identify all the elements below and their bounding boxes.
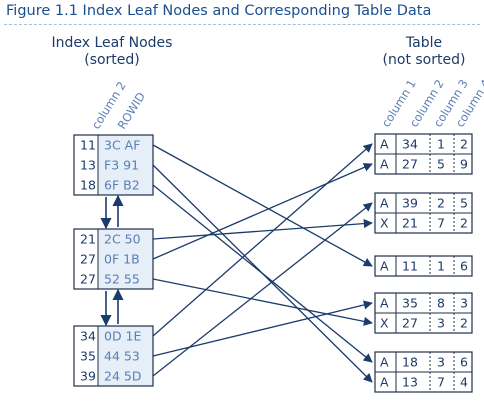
- table-cell: 1: [437, 259, 445, 274]
- table-cell: A: [380, 196, 389, 211]
- table-cell: 9: [460, 157, 468, 172]
- index-subtitle: (sorted): [84, 52, 140, 68]
- rowid-shading: [98, 135, 153, 195]
- index-key: 39: [80, 369, 96, 384]
- index-node-frame: [73, 228, 154, 290]
- table-cell: 27: [402, 316, 418, 331]
- table-cell: 2: [437, 196, 445, 211]
- index-rowid: 0F 1B: [104, 252, 140, 267]
- index-rowid: 3C AF: [104, 138, 140, 153]
- table-cell: 2: [460, 137, 468, 152]
- table-cell: 7: [437, 216, 445, 231]
- table-cell: 11: [402, 259, 418, 274]
- index-key: 35: [80, 349, 96, 364]
- rowid-pointer-arrow: [152, 144, 373, 267]
- rowid-pointer-arrow: [152, 278, 373, 326]
- index-rowid: 24 5D: [104, 369, 141, 384]
- table-cell: A: [380, 296, 389, 311]
- table-cell: 5: [437, 157, 445, 172]
- table-cell: 3: [437, 316, 445, 331]
- rowid-pointer-arrow: [152, 184, 373, 363]
- table-cell: A: [380, 375, 389, 390]
- rowid-shading: [98, 229, 153, 289]
- table-cell: 21: [402, 216, 418, 231]
- index-rowid: 0D 1E: [104, 329, 142, 344]
- table-cell: 6: [460, 259, 468, 274]
- index-key: 13: [80, 158, 96, 173]
- table-cell: 4: [460, 375, 468, 390]
- table-cell: 8: [437, 296, 445, 311]
- table-cell: 5: [460, 196, 468, 211]
- title-divider: [4, 24, 480, 25]
- index-title: Index Leaf Nodes: [52, 35, 173, 51]
- table-cell: A: [380, 259, 389, 274]
- table-cell: 6: [460, 355, 468, 370]
- rowid-pointer-arrow: [152, 219, 373, 240]
- index-rowid: 2C 50: [104, 232, 141, 247]
- index-rowid: 44 53: [104, 349, 140, 364]
- rowid-pointer-arrow: [152, 163, 373, 260]
- rowid-pointer-arrow: [152, 300, 373, 357]
- index-key: 27: [80, 252, 96, 267]
- table-cell: 1: [437, 137, 445, 152]
- rowid-shading: [98, 326, 153, 386]
- table-cell: 2: [460, 316, 468, 331]
- table-cell: A: [380, 137, 389, 152]
- table-cell: X: [380, 316, 389, 331]
- index-key: 21: [80, 232, 96, 247]
- table-cell: 18: [402, 355, 418, 370]
- index-node-frame: [73, 134, 154, 196]
- index-key: 18: [80, 178, 96, 193]
- table-block-frame: [374, 255, 473, 277]
- index-key: 11: [80, 138, 96, 153]
- table-cell: 3: [437, 355, 445, 370]
- rowid-pointer-arrow: [152, 202, 373, 377]
- index-key: 27: [80, 272, 96, 287]
- table-cell: 3: [460, 296, 468, 311]
- table-cell: A: [380, 157, 389, 172]
- index-rowid: F3 91: [104, 158, 139, 173]
- rowid-pointer-arrow: [152, 143, 373, 337]
- table-cell: 13: [402, 375, 418, 390]
- index-rowid: 52 55: [104, 272, 140, 287]
- index-leaf-node: 21 2C 50 27 0F 1B 27 52 55: [73, 228, 154, 290]
- table-cell: 7: [437, 375, 445, 390]
- table-cell: A: [380, 355, 389, 370]
- table-cell: 2: [460, 216, 468, 231]
- figure-title: Figure 1.1 Index Leaf Nodes and Correspo…: [6, 3, 432, 19]
- index-rowid: 6F B2: [104, 178, 140, 193]
- table-title: Table: [405, 35, 442, 51]
- table-cell: 27: [402, 157, 418, 172]
- index-key: 34: [80, 329, 96, 344]
- index-node-frame: [73, 325, 154, 387]
- table-cell: X: [380, 216, 389, 231]
- table-cell: 34: [402, 137, 418, 152]
- table-subtitle: (not sorted): [383, 52, 466, 68]
- table-cell: 35: [402, 296, 418, 311]
- index-leaf-node: 11 3C AF 13 F3 91 18 6F B2: [73, 134, 154, 196]
- table-cell: 39: [402, 196, 418, 211]
- index-leaf-node: 34 0D 1E 35 44 53 39 24 5D: [73, 325, 154, 387]
